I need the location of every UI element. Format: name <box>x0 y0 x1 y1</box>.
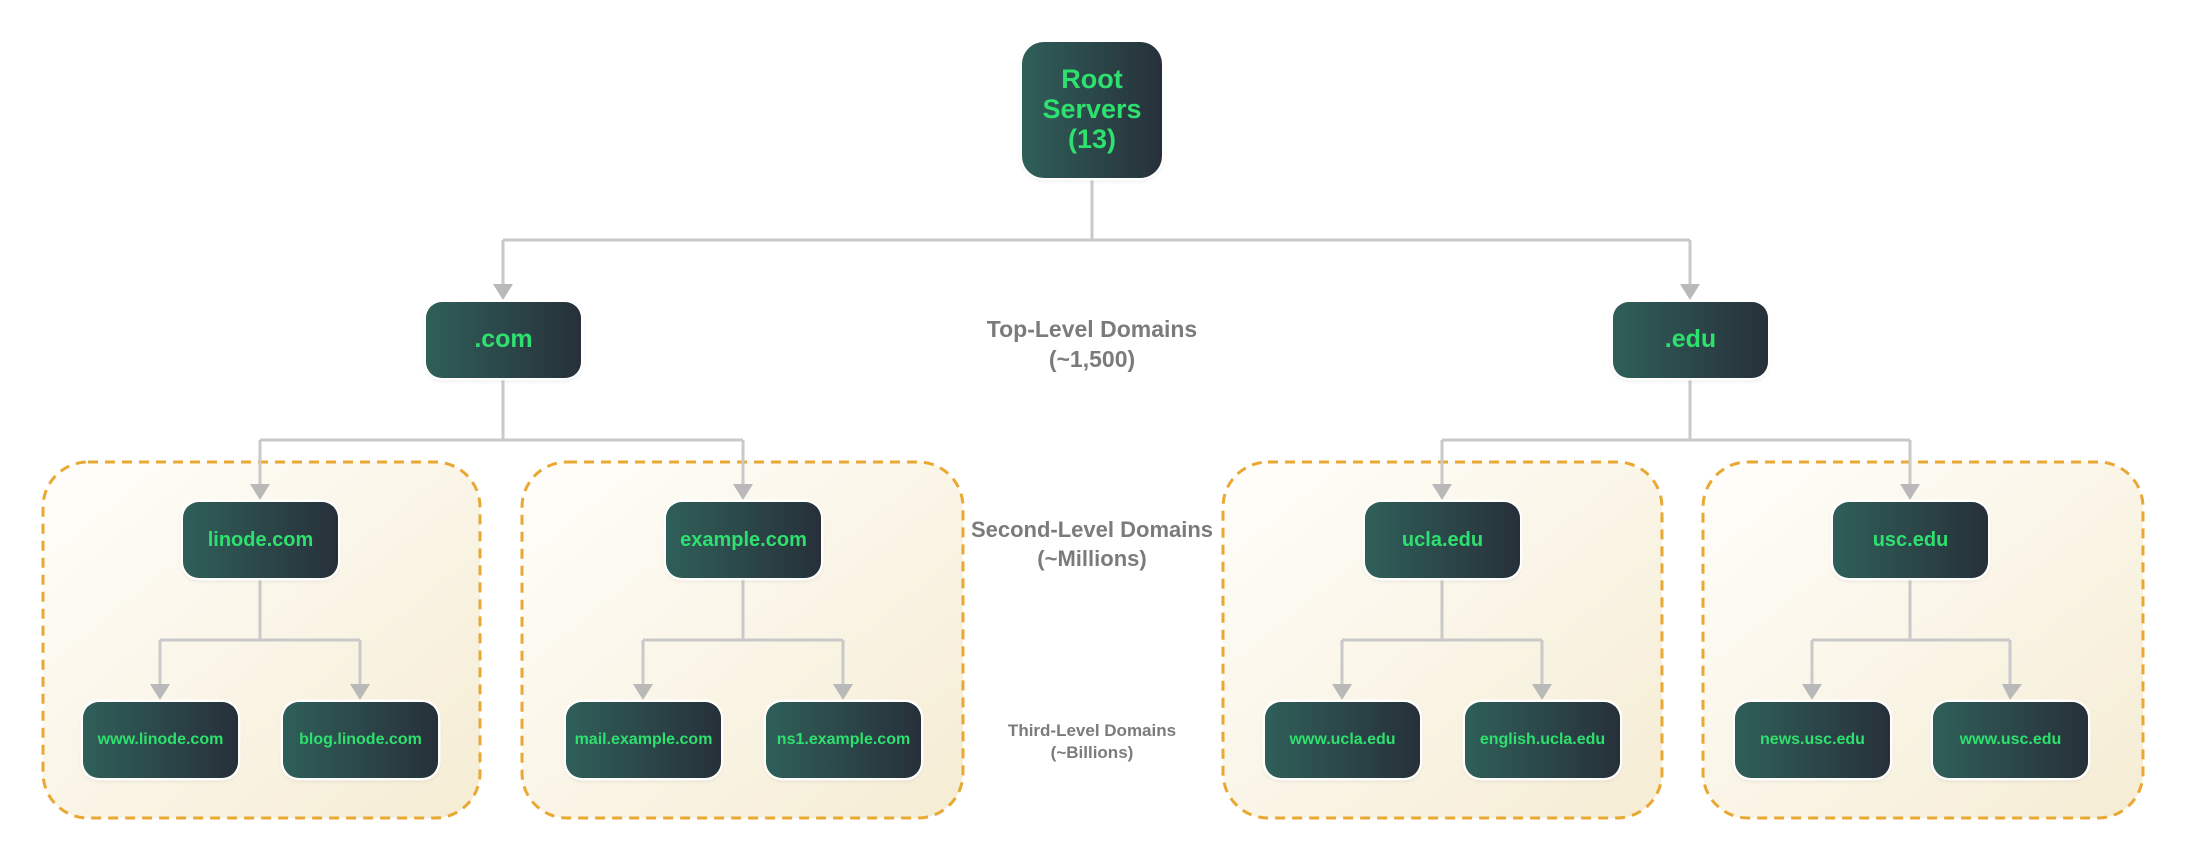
node-label: Root Servers (13) <box>1042 64 1142 154</box>
node-news-usc-edu: news.usc.edu <box>1735 702 1890 778</box>
node-root-servers: Root Servers (13) <box>1022 42 1162 178</box>
node-english-ucla-edu: english.ucla.edu <box>1465 702 1620 778</box>
level-label-third-level-domains: Third-Level Domains (~Billions) <box>1008 720 1176 765</box>
node-ucla-edu: ucla.edu <box>1365 502 1520 578</box>
edge-com-to-children <box>258 378 745 486</box>
arrow-down-icon <box>1332 684 1352 700</box>
node-www-ucla-edu: www.ucla.edu <box>1265 702 1420 778</box>
edge-example-to-children <box>641 578 845 686</box>
arrow-down-icon <box>2002 684 2022 700</box>
edge-linode-to-children <box>158 578 362 686</box>
node-label: ns1.example.com <box>776 731 911 749</box>
connector-lines <box>158 180 2012 686</box>
node-mail-example-com: mail.example.com <box>566 702 721 778</box>
level-count: (~Millions) <box>1037 546 1147 572</box>
edge-root-to-tlds <box>501 180 1692 286</box>
edge-ucla-to-children <box>1340 578 1544 686</box>
node-label: blog.linode.com <box>299 731 422 749</box>
arrow-down-icon <box>733 484 753 500</box>
edge-usc-to-children <box>1810 578 2012 686</box>
arrow-down-icon <box>493 284 513 300</box>
node-usc-edu: usc.edu <box>1833 502 1988 578</box>
node-label: usc.edu <box>1872 529 1949 551</box>
node-example-com: example.com <box>666 502 821 578</box>
node-www-linode-com: www.linode.com <box>83 702 238 778</box>
node-label: news.usc.edu <box>1760 731 1865 749</box>
level-title: Second-Level Domains <box>970 517 1214 542</box>
arrow-down-icon <box>350 684 370 700</box>
node-com: .com <box>426 302 581 378</box>
node-label: mail.example.com <box>574 731 713 749</box>
arrow-down-icon <box>1802 684 1822 700</box>
node-label: example.com <box>680 529 807 551</box>
arrow-down-icon <box>1432 484 1452 500</box>
level-title: Top-Level Domains <box>986 316 1198 342</box>
node-label: www.ucla.edu <box>1289 731 1396 749</box>
node-www-usc-edu: www.usc.edu <box>1933 702 2088 778</box>
level-label-top-level-domains: Top-Level Domains (~1,500) <box>987 314 1197 375</box>
node-label: .edu <box>1664 325 1717 354</box>
level-count: (~Billions) <box>1050 743 1134 763</box>
edge-edu-to-children <box>1440 378 1912 486</box>
node-label: linode.com <box>207 529 314 551</box>
arrow-down-icon <box>833 684 853 700</box>
arrow-down-icon <box>1532 684 1552 700</box>
node-label: english.ucla.edu <box>1479 731 1606 749</box>
arrow-down-icon <box>250 484 270 500</box>
arrow-down-icon <box>1900 484 1920 500</box>
node-label: .com <box>474 325 533 354</box>
node-label: www.linode.com <box>97 731 224 749</box>
node-label: ucla.edu <box>1401 529 1484 551</box>
node-ns1-example-com: ns1.example.com <box>766 702 921 778</box>
node-linode-com: linode.com <box>183 502 338 578</box>
arrowheads <box>150 284 2022 700</box>
arrow-down-icon <box>1680 284 1700 300</box>
arrow-down-icon <box>150 684 170 700</box>
arrow-down-icon <box>633 684 653 700</box>
node-edu: .edu <box>1613 302 1768 378</box>
level-label-second-level-domains: Second-Level Domains (~Millions) <box>971 515 1213 573</box>
level-count: (~1,500) <box>1048 346 1136 373</box>
node-label: www.usc.edu <box>1959 731 2062 749</box>
level-title: Third-Level Domains <box>1007 721 1177 740</box>
node-blog-linode-com: blog.linode.com <box>283 702 438 778</box>
